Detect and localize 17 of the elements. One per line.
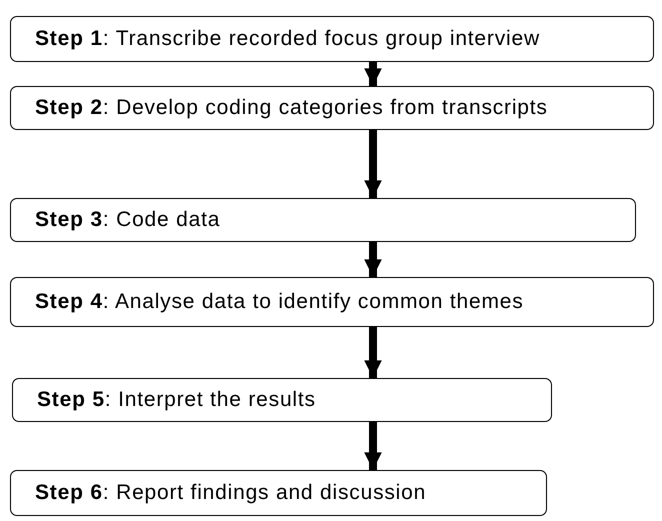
step-text: Step 5: Interpret the results [37, 388, 316, 412]
arrow [364, 242, 382, 277]
step-text: Step 2: Develop coding categories from transcripts [35, 96, 548, 120]
step-text: Step 3: Code data [35, 208, 220, 232]
arrow [364, 130, 382, 198]
arrow [364, 327, 382, 378]
arrow [364, 62, 382, 86]
process-box [10, 16, 654, 62]
step-text: Step 4: Analyse data to identify common themes [35, 290, 524, 314]
arrow [364, 422, 382, 470]
process-box [10, 277, 654, 327]
process-box [10, 470, 547, 516]
step-text: Step 6: Report findings and discussion [35, 481, 426, 505]
step-text: Step 1: Transcribe recorded focus group interview [35, 27, 540, 51]
process-box [10, 198, 636, 242]
process-box [12, 378, 552, 422]
process-box [10, 86, 654, 130]
